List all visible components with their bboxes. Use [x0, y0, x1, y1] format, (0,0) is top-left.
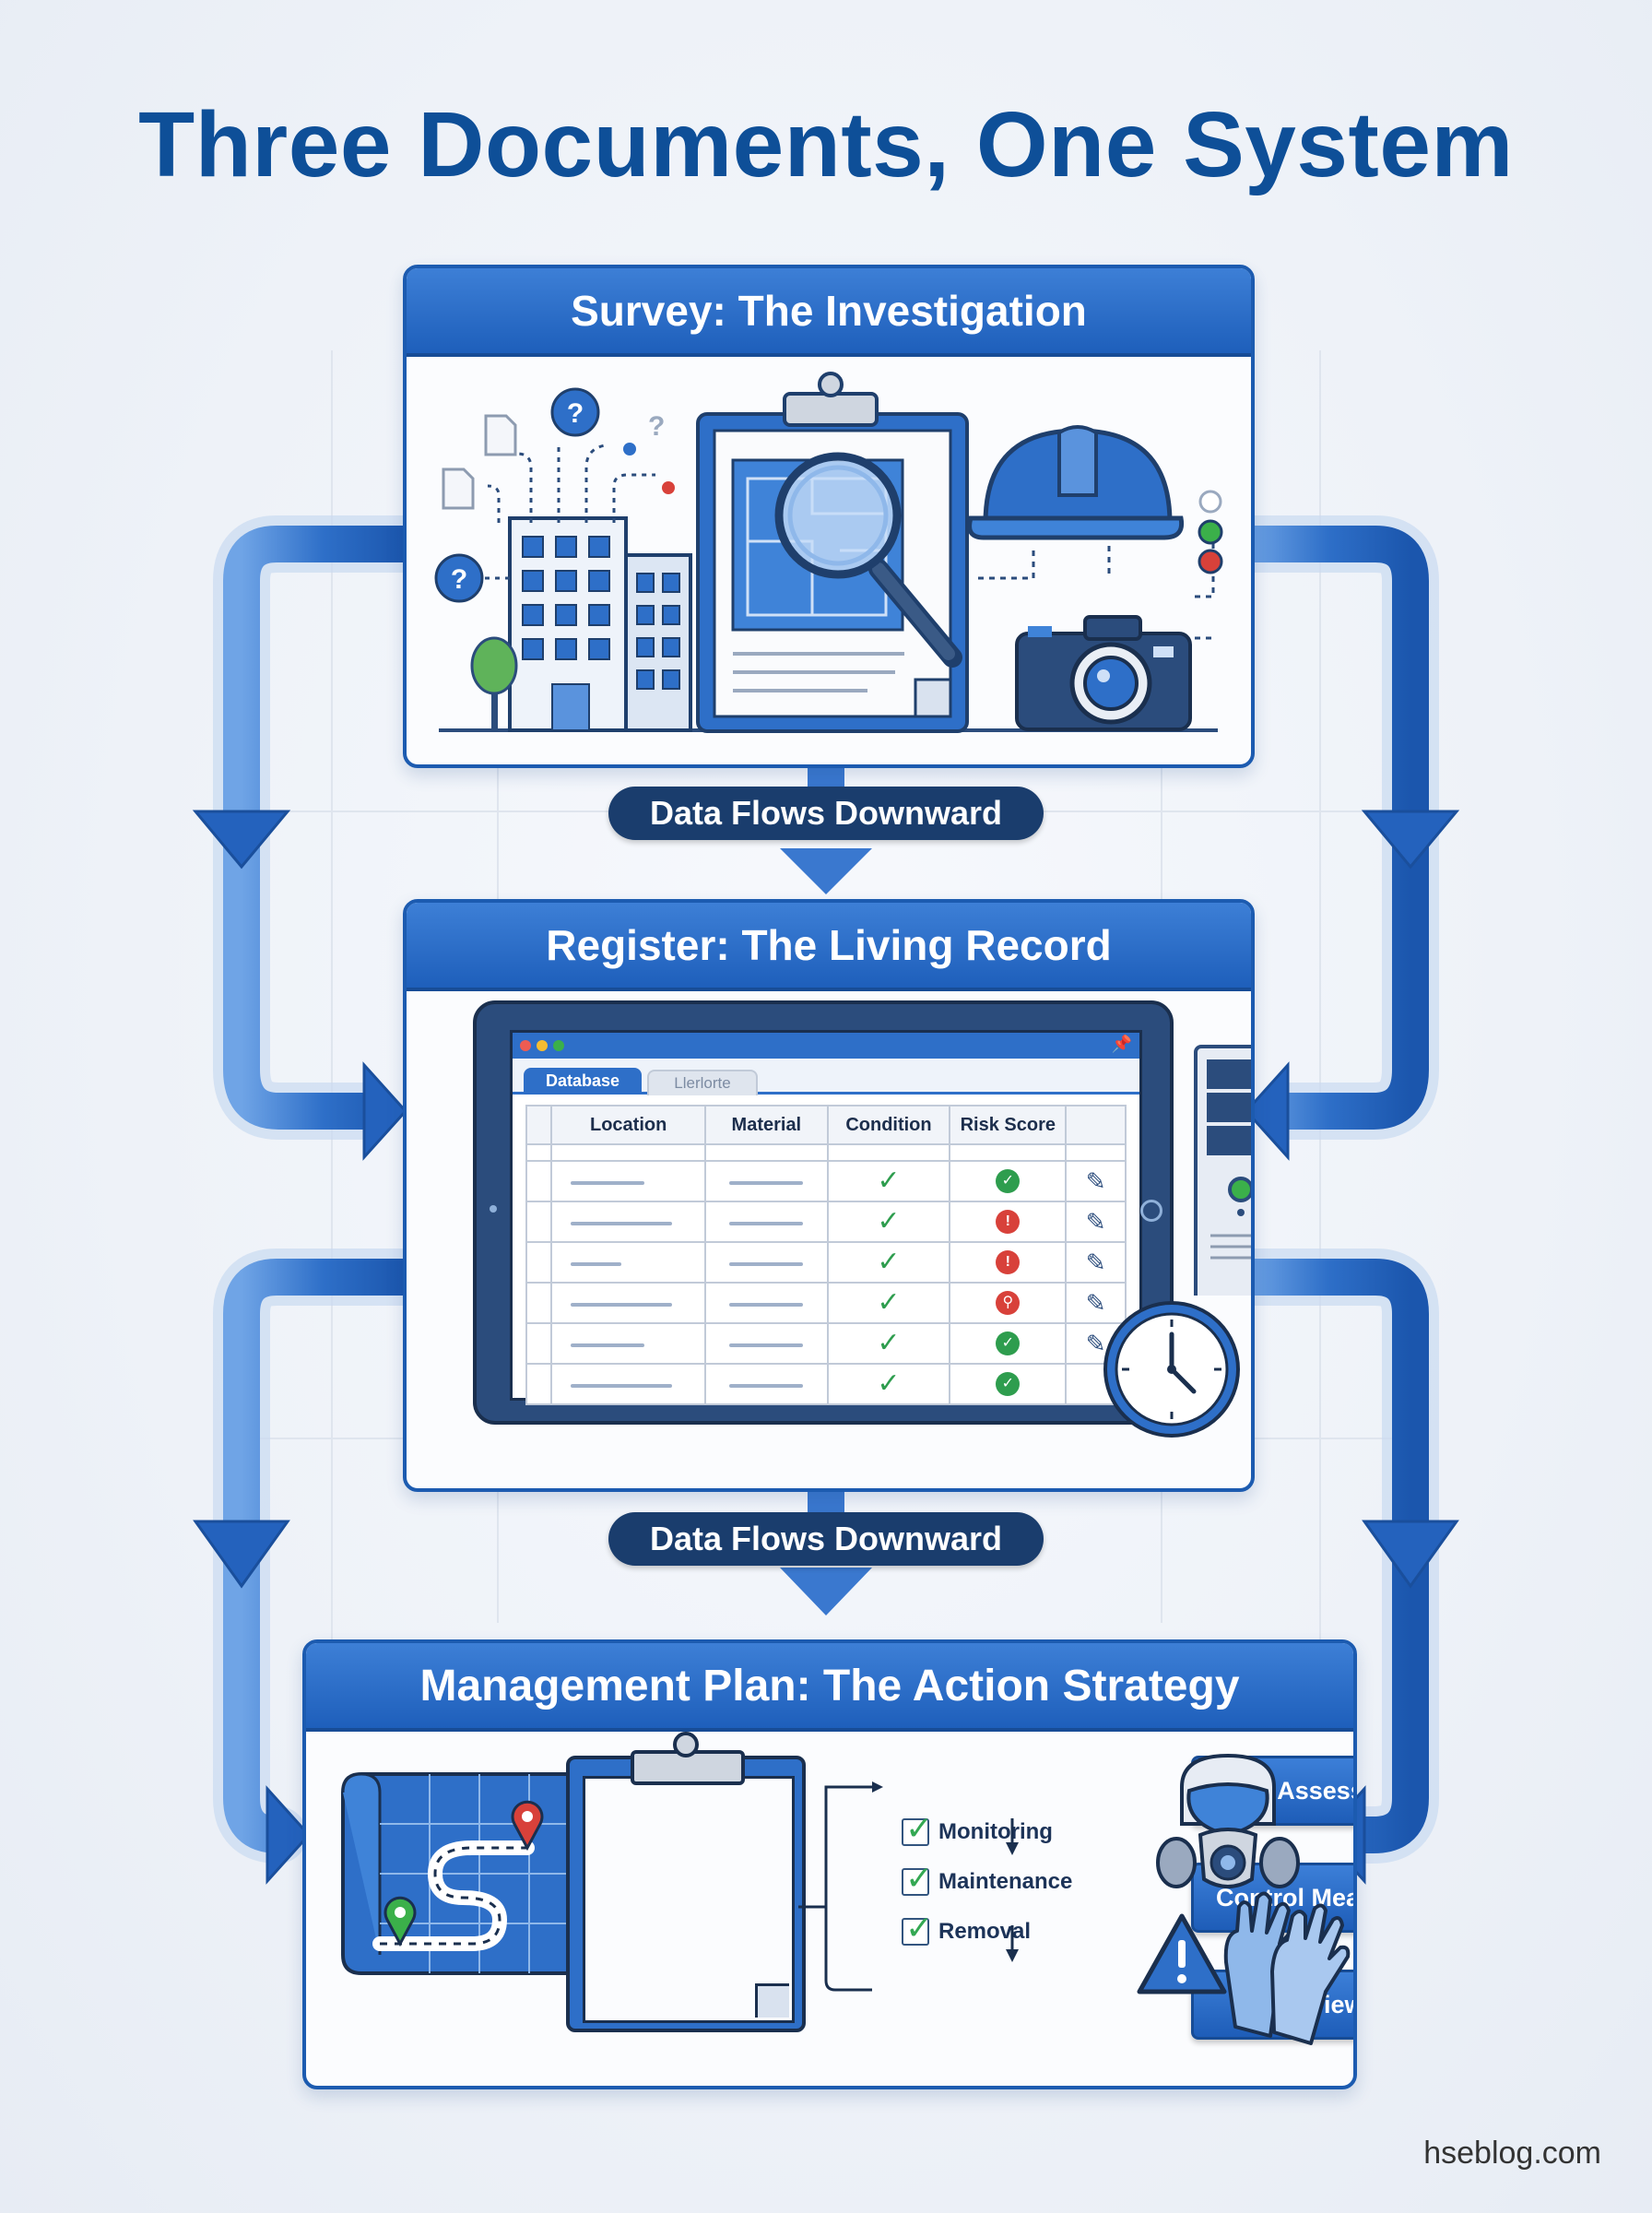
checkbox-checked-icon: ✓ [902, 1909, 933, 1947]
risk-high-icon: ⚲ [996, 1291, 1021, 1315]
building-icon [508, 516, 692, 732]
pin-icon[interactable]: 📌 [1111, 1035, 1132, 1053]
ppe-icons [1137, 1753, 1351, 2045]
check-icon: ✓ [877, 1368, 901, 1399]
table-row[interactable]: ✓ ⚲ ✎ [525, 1282, 1127, 1324]
flow-label-2: Data Flows Downward [608, 1512, 1044, 1566]
left-arrowhead-2 [193, 1520, 290, 1589]
checklist-item: ✓ Monitoring [902, 1809, 1053, 1847]
center-arrowhead-1 [780, 848, 872, 894]
gloves-icon [1223, 1891, 1351, 2045]
column-header [1065, 1105, 1127, 1145]
map-pin-red [511, 1800, 544, 1852]
check-icon: ✓ [877, 1328, 901, 1358]
table-row[interactable]: ✓✓ [525, 1363, 1127, 1405]
step-connectors [798, 1781, 1019, 1992]
survey-card-title: Survey: The Investigation [407, 268, 1251, 357]
register-card-title: Register: The Living Record [407, 903, 1251, 991]
warning-triangle-icon [1137, 1913, 1227, 1994]
svg-text:?: ? [451, 564, 467, 595]
checkbox-checked-icon: ✓ [902, 1859, 933, 1897]
magnifier-icon [774, 452, 962, 668]
check-icon: ✓ [877, 1166, 901, 1196]
checkbox-checked-icon: ✓ [902, 1809, 933, 1847]
risk-low-icon: ✓ [996, 1372, 1021, 1396]
checklist-item: ✓ Removal [902, 1909, 1031, 1947]
edit-icon[interactable]: ✎ [1085, 1207, 1106, 1236]
register-table: Location Material Condition Risk Score ✓… [525, 1105, 1127, 1405]
page-title: Three Documents, One System [138, 93, 1514, 196]
tree-icon [470, 636, 518, 730]
risk-high-icon: ! [996, 1210, 1021, 1234]
table-row[interactable]: ✓ ✓ ✎ [525, 1322, 1127, 1365]
center-arrowhead-2 [780, 1568, 872, 1615]
left-arrowhead-1 [192, 810, 291, 870]
survey-illustration: ? ? ? [434, 372, 1223, 733]
question-icon: ? ? ? [434, 387, 665, 603]
status-lights-icon [1198, 490, 1223, 574]
risk-low-icon: ✓ [996, 1169, 1021, 1193]
checklist-item: ✓ Maintenance [902, 1859, 1072, 1897]
footer-credit: hseblog.com [1423, 2136, 1601, 2171]
check-icon: ✓ [877, 1206, 901, 1237]
table-row[interactable]: ✓ ✓ ✎ [525, 1160, 1127, 1202]
check-icon: ✓ [877, 1247, 901, 1277]
camera-icon [1015, 615, 1192, 731]
column-header: Risk Score [949, 1105, 1068, 1145]
respirator-mask-icon [1156, 1753, 1300, 1888]
plan-card: Management Plan: The Action Strategy [302, 1639, 1357, 2089]
check-icon: ✓ [877, 1287, 901, 1318]
column-header: Location [550, 1105, 707, 1145]
flow-label-1: Data Flows Downward [608, 787, 1044, 840]
hard-hat-icon [967, 425, 1185, 540]
risk-high-icon: ! [996, 1250, 1021, 1274]
plan-clipboard [566, 1732, 806, 2032]
clock-icon [1103, 1301, 1240, 1438]
edit-icon[interactable]: ✎ [1085, 1166, 1106, 1195]
tab-database[interactable]: Database [524, 1068, 642, 1094]
window-titlebar: 📌 [513, 1033, 1139, 1059]
document-icon [442, 414, 517, 510]
table-row[interactable]: ✓! ✎ [525, 1201, 1127, 1243]
plan-card-title: Management Plan: The Action Strategy [306, 1643, 1353, 1732]
clipboard-icon [696, 372, 969, 733]
edit-icon[interactable]: ✎ [1085, 1329, 1106, 1357]
edit-icon[interactable]: ✎ [1085, 1248, 1106, 1276]
edit-icon[interactable]: ✎ [1085, 1288, 1106, 1317]
server-icon [1194, 1045, 1251, 1296]
tablet-frame: 📌 Database Llerlorte Location Material C… [473, 1000, 1174, 1425]
right-arrowhead-2 [1362, 1520, 1459, 1589]
map-icon [341, 1772, 575, 1975]
map-pin-green [384, 1896, 417, 1947]
right-arrowhead-1 [1361, 810, 1460, 870]
risk-low-icon: ✓ [996, 1331, 1021, 1355]
column-header: Condition [826, 1105, 951, 1145]
svg-text:?: ? [567, 398, 584, 429]
register-card: Register: The Living Record 📌 Database L… [403, 899, 1255, 1492]
table-row[interactable]: ✓! ✎ [525, 1241, 1127, 1284]
column-header: Material [704, 1105, 829, 1145]
tab-secondary[interactable]: Llerlorte [647, 1070, 758, 1095]
survey-card: Survey: The Investigation [403, 265, 1255, 768]
svg-text:?: ? [648, 411, 665, 442]
